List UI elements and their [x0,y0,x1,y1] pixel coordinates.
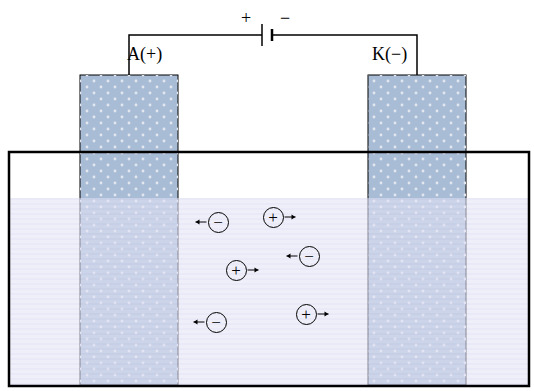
drift-arrow [196,222,207,223]
ion-charge: − [213,214,223,231]
drift-arrowhead [325,312,329,317]
drift-arrowhead [196,220,200,225]
ion-circle: − [206,312,227,333]
drift-arrow [287,256,298,257]
ion-charge: + [268,209,278,226]
drift-arrowhead [194,320,198,325]
ion-charge: − [211,314,221,331]
ion-charge: − [304,248,314,265]
drift-arrow [194,322,205,323]
drift-arrow [318,314,329,315]
anode-label: A(+) [127,45,162,63]
ion-charge: + [301,306,311,323]
ion-circle: + [296,304,317,325]
ion-circle: − [299,246,320,267]
drift-arrow [285,217,296,218]
ion-circle: + [226,260,247,281]
vessel [9,152,529,386]
drift-arrowhead [255,268,259,273]
cathode-label: K(−) [372,45,407,63]
drift-arrowhead [292,215,296,220]
ion-charge: + [231,262,241,279]
drift-arrowhead [287,254,291,259]
battery-plate-long [261,24,263,46]
ion-circle: − [208,212,229,233]
battery-terminal: − [280,9,290,27]
electrolyte [9,198,529,385]
battery-plate-short [271,29,274,41]
wire [272,35,417,75]
battery-terminal: + [241,9,251,27]
ion-circle: + [263,207,284,228]
drift-arrow [248,270,259,271]
